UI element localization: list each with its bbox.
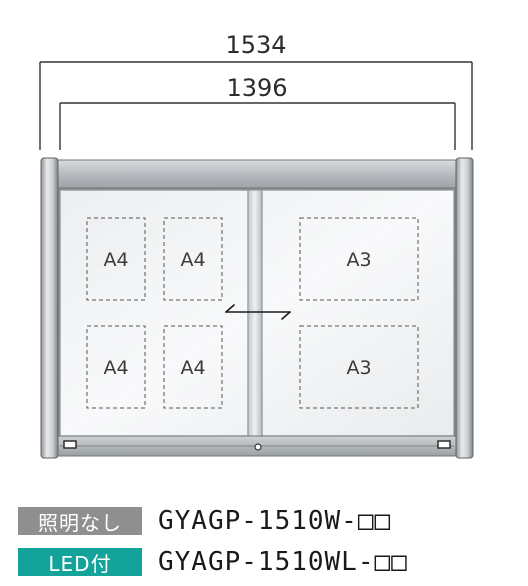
variant-row-no-light: 照明なし GYAGP-1510W-□□ bbox=[18, 506, 391, 536]
inner-width-label: 1396 bbox=[226, 74, 287, 102]
sliding-arrow-icon bbox=[225, 304, 291, 320]
variant-badge-led: LED付 bbox=[18, 548, 142, 576]
center-mullion bbox=[247, 189, 263, 437]
slot-label: A4 bbox=[103, 249, 128, 271]
slot-a4-1 bbox=[86, 217, 146, 301]
header-panel bbox=[57, 159, 457, 189]
slot-a4-4 bbox=[163, 325, 223, 409]
right-post bbox=[455, 157, 474, 459]
paper-slots bbox=[86, 217, 419, 409]
variant-row-led: LED付 GYAGP-1510WL-□□ bbox=[18, 547, 408, 577]
cabinet bbox=[40, 157, 474, 459]
slot-a3-2 bbox=[299, 325, 419, 409]
slot-label: A3 bbox=[346, 249, 371, 271]
slot-a4-2 bbox=[163, 217, 223, 301]
left-vent-icon bbox=[63, 440, 77, 449]
paper-labels: A4 A4 A4 A4 A3 A3 bbox=[103, 249, 371, 379]
cabinet-diagram: 1534 1396 A4 A4 A4 A4 A3 A bbox=[39, 31, 474, 459]
inner-dimension: 1396 bbox=[59, 74, 456, 150]
slot-label: A4 bbox=[103, 357, 128, 379]
slot-a4-3 bbox=[86, 325, 146, 409]
variant-model-no-light: GYAGP-1510W-□□ bbox=[158, 506, 392, 536]
left-post bbox=[40, 157, 59, 459]
outer-dimension: 1534 bbox=[39, 31, 473, 150]
outer-width-label: 1534 bbox=[225, 31, 286, 59]
lock-icon bbox=[254, 443, 262, 451]
variant-badge-no-light: 照明なし bbox=[18, 507, 142, 535]
slot-label: A3 bbox=[346, 357, 371, 379]
slot-label: A4 bbox=[180, 357, 205, 379]
variant-model-led: GYAGP-1510WL-□□ bbox=[158, 547, 408, 577]
right-vent-icon bbox=[437, 440, 451, 449]
slot-label: A4 bbox=[180, 249, 205, 271]
slot-a3-1 bbox=[299, 217, 419, 301]
